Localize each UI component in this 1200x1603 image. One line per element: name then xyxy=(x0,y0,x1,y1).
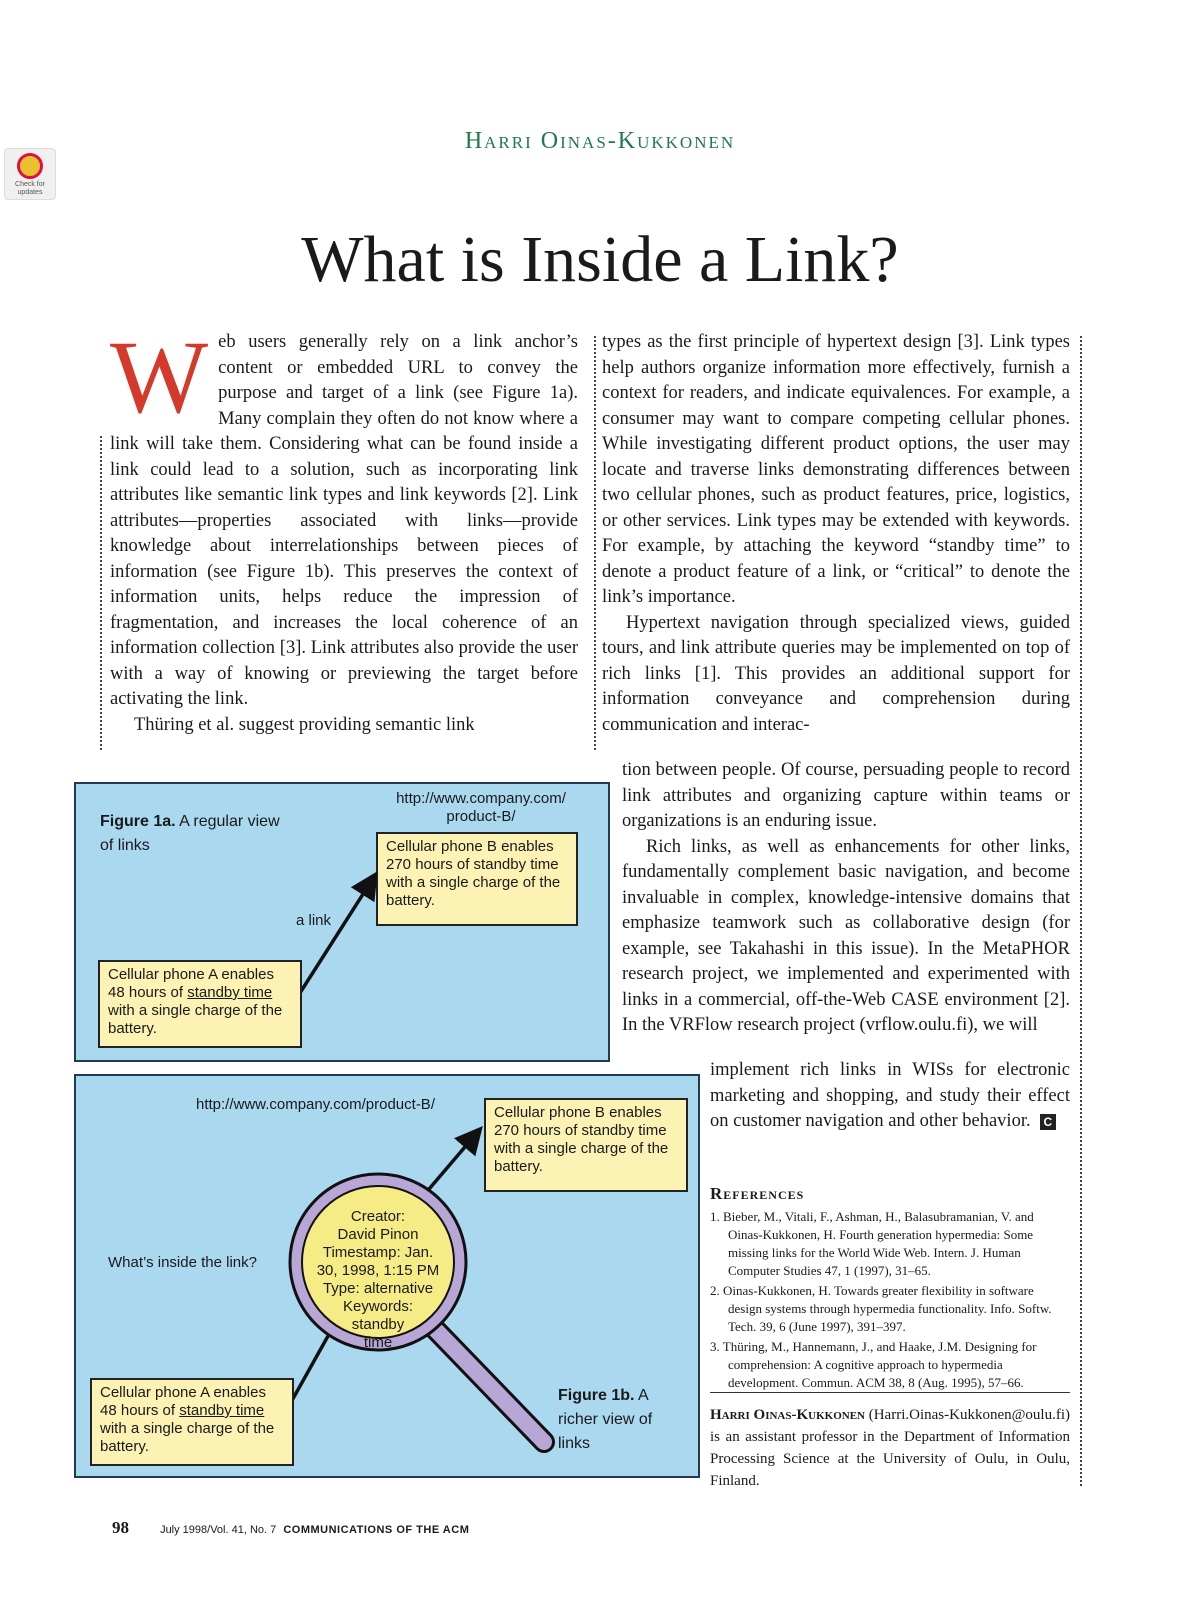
figure-1b-caption-label: Figure 1b. xyxy=(558,1387,635,1404)
column-2-lower: implement rich links in WISs for electro… xyxy=(710,1058,1070,1135)
figure-1b-caption: Figure 1b. A richer view of links xyxy=(558,1384,682,1456)
lens-line-keyword-1: standby xyxy=(351,1316,405,1333)
bio-name: Harri Oinas-Kukkonen xyxy=(710,1407,865,1423)
figure-1a-url: http://www.company.com/ product-B/ xyxy=(396,790,566,825)
lens-line-creator: Creator: xyxy=(350,1208,406,1225)
updates-icon xyxy=(17,153,43,179)
author-bio: Harri Oinas-Kukkonen (Harri.Oinas-Kukkon… xyxy=(710,1404,1070,1492)
figure-1a-link-anchor[interactable]: standby time xyxy=(187,984,273,1001)
paragraph-1: eb users generally rely on a link anchor… xyxy=(110,332,578,709)
lens-line-timestamp-value: 30, 1998, 1:15 PM xyxy=(316,1262,440,1279)
bio-divider xyxy=(710,1392,1070,1393)
page-number: 98 xyxy=(112,1518,129,1537)
references-heading: References xyxy=(710,1184,805,1203)
lens-line-type: Type: alternative xyxy=(322,1280,434,1297)
figure-1a-caption-label: Figure 1a. xyxy=(100,813,176,830)
references-list: 1. Bieber, M., Vitali, F., Ashman, H., B… xyxy=(710,1208,1070,1392)
figure-1b-graphic xyxy=(288,1126,555,1453)
paragraph-2-start: Thüring et al. suggest providing semanti… xyxy=(134,714,475,735)
figure-1a: Figure 1a. A regular view of links http:… xyxy=(74,782,610,1062)
column-2-middle: tion between people. Of course, persuadi… xyxy=(622,758,1070,1039)
article-author: Harri Oinas-Kukkonen xyxy=(464,128,736,154)
paragraph-4-end: tion between people. Of course, persuadi… xyxy=(622,760,1070,831)
figure-1a-link-label: a link xyxy=(296,912,332,929)
figure-1b-box-a-text-1: Cellular phone A enables 48 hours of xyxy=(100,1384,266,1419)
column-rule-right xyxy=(1080,336,1082,1486)
lens-line-timestamp: Timestamp: Jan. xyxy=(322,1244,434,1261)
column-1: W eb users generally rely on a link anch… xyxy=(110,320,578,738)
figure-1a-box-a-text-1: Cellular phone A enables 48 hours of xyxy=(108,966,274,1001)
figure-1a-caption: Figure 1a. A regular view of links xyxy=(100,810,280,858)
paragraph-5: Rich links, as well as enhancements for … xyxy=(622,836,1070,1036)
page-footer: 98 July 1998/Vol. 41, No. 7 COMMUNICATIO… xyxy=(112,1518,712,1538)
lens-line-creator-value: David Pinon xyxy=(337,1226,419,1243)
figure-1b-question: What’s inside the link? xyxy=(108,1254,257,1271)
figure-1a-box-a-text-2: with a single charge of the battery. xyxy=(108,1002,283,1037)
figure-1b-box-phone-b: Cellular phone B enables 270 hours of st… xyxy=(484,1098,688,1192)
references-section: References 1. Bieber, M., Vitali, F., As… xyxy=(710,1184,1070,1394)
issue-info: July 1998/Vol. 41, No. 7 xyxy=(160,1524,277,1536)
paragraph-5-end-text: implement rich links in WISs for electro… xyxy=(710,1060,1070,1131)
figure-1a-caption-text: A regular view of links xyxy=(100,813,280,854)
paragraph-3: types as the first principle of hypertex… xyxy=(602,332,1070,607)
paragraph-4: Hypertext navigation through specialized… xyxy=(602,612,1070,735)
check-for-updates-badge[interactable]: Check for updates xyxy=(4,148,56,200)
column-rule-middle xyxy=(594,336,596,750)
journal-name: COMMUNICATIONS OF THE ACM xyxy=(283,1524,470,1536)
reference-item: 3. Thüring, M., Hannemann, J., and Haake… xyxy=(710,1339,1037,1390)
figure-1a-box-phone-b: Cellular phone B enables 270 hours of st… xyxy=(376,832,578,926)
figure-1b-box-a-text-2: with a single charge of the battery. xyxy=(100,1420,275,1455)
figure-1a-box-phone-a: Cellular phone A enables 48 hours of sta… xyxy=(98,960,302,1048)
figure-1a-arrow xyxy=(296,871,378,997)
column-rule-left xyxy=(100,436,102,750)
figure-1b-caption-text: A richer view of links xyxy=(558,1387,653,1452)
paragraph-5-end: implement rich links in WISs for electro… xyxy=(710,1058,1070,1135)
lens-line-keywords: Keywords: xyxy=(342,1298,414,1315)
end-mark: C xyxy=(1039,1114,1056,1130)
figure-1b-box-phone-a: Cellular phone A enables 48 hours of sta… xyxy=(90,1378,294,1466)
reference-item: 1. Bieber, M., Vitali, F., Ashman, H., B… xyxy=(710,1209,1034,1278)
column-2-upper: types as the first principle of hypertex… xyxy=(602,330,1070,738)
article-title: What is Inside a Link? xyxy=(301,223,899,296)
reference-item: 2. Oinas-Kukkonen, H. Towards greater fl… xyxy=(710,1283,1052,1334)
figure-1b-url: http://www.company.com/product-B/ xyxy=(196,1096,435,1113)
figure-1b-lens-attributes: Creator: David Pinon Timestamp: Jan. 30,… xyxy=(298,1208,458,1352)
drop-cap: W xyxy=(110,320,209,435)
lens-line-keyword-2: time xyxy=(363,1334,393,1351)
figure-1b-link-anchor[interactable]: standby time xyxy=(179,1402,265,1419)
bio-text: (Harri.Oinas-Kukkonen@oulu.fi) is an ass… xyxy=(710,1407,1070,1489)
badge-label: Check for updates xyxy=(15,181,45,196)
figure-1b: http://www.company.com/product-B/ Cellul… xyxy=(74,1074,700,1478)
